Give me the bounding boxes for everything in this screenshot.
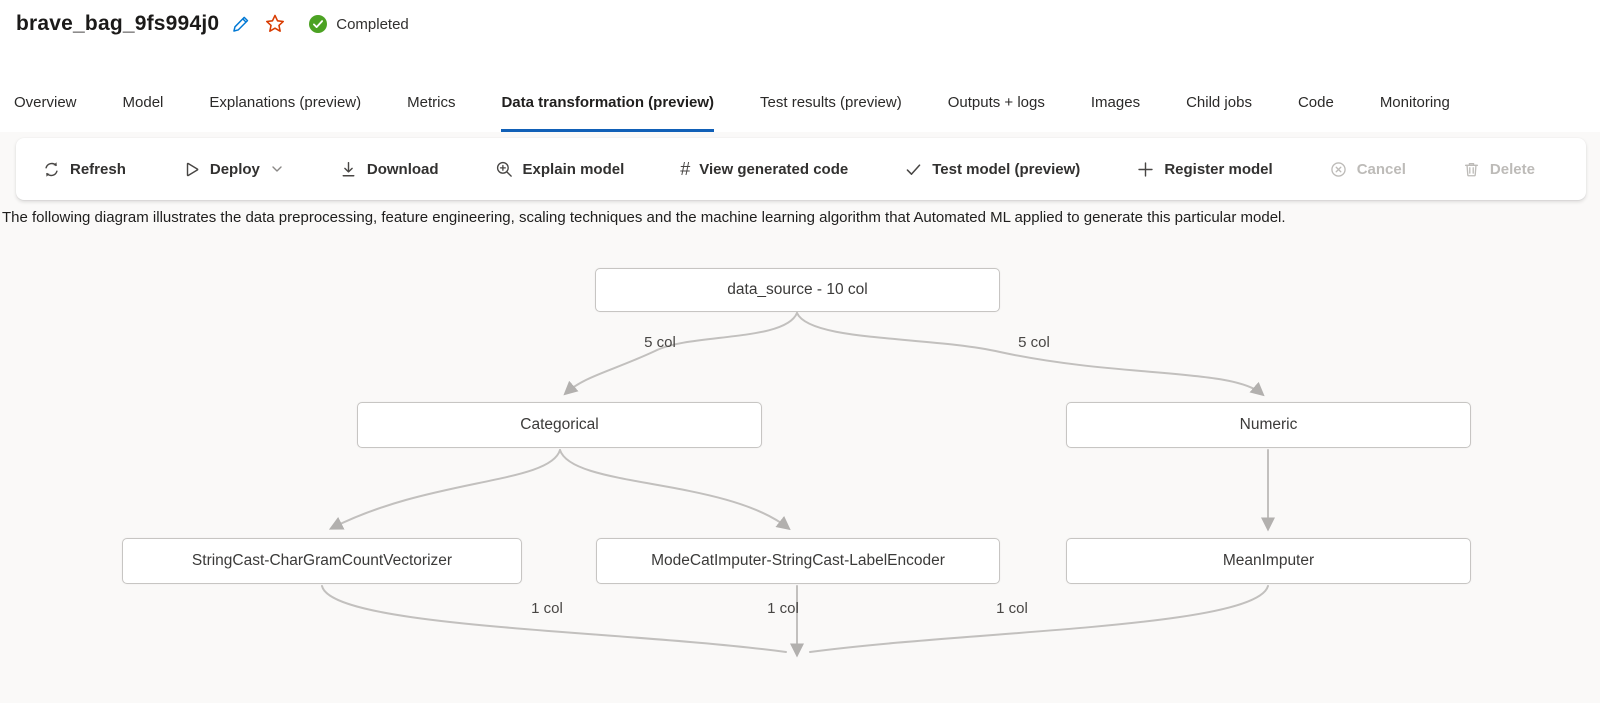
deploy-icon [182,160,201,179]
tab-overview[interactable]: Overview [14,94,77,111]
cancel-circle-icon [1329,160,1348,179]
tab-images[interactable]: Images [1090,94,1141,111]
tab-model[interactable]: Model [122,94,164,111]
deploy-button[interactable]: Deploy [182,160,283,179]
tab-data-transformation[interactable]: Data transformation (preview) [501,86,715,132]
deploy-label: Deploy [209,160,260,178]
status-badge: Completed [308,14,409,34]
description-text: The following diagram illustrates the da… [2,209,1286,226]
tab-code[interactable]: Code [1297,94,1334,111]
cancel-label: Cancel [1356,160,1406,178]
test-model-button[interactable]: Test model (preview) [904,160,1080,179]
edge-label-1col-middle: 1 col [767,600,799,617]
delete-label: Delete [1489,160,1535,178]
page-header: brave_bag_9fs994j0 Completed [16,12,409,36]
tab-outputs-logs[interactable]: Outputs + logs [947,94,1045,111]
tab-test-results[interactable]: Test results (preview) [760,94,902,111]
chevron-down-icon [271,163,283,175]
hash-icon: # [680,159,691,179]
download-label: Download [366,160,439,178]
register-model-button[interactable]: Register model [1136,160,1273,179]
command-bar: Refresh Deploy Download Explain model # … [16,138,1586,200]
node-categorical[interactable]: Categorical [357,402,762,448]
node-modecat-labelencoder[interactable]: ModeCatImputer-StringCast-LabelEncoder [596,538,1000,584]
node-data-source[interactable]: data_source - 10 col [595,268,1000,312]
completed-check-icon [308,14,328,34]
refresh-button[interactable]: Refresh [42,160,126,179]
download-button[interactable]: Download [339,160,439,179]
tab-child-jobs[interactable]: Child jobs [1186,94,1252,111]
node-stringcast-chargram[interactable]: StringCast-CharGramCountVectorizer [122,538,522,584]
edit-icon[interactable] [231,14,252,35]
edge-label-1col-left: 1 col [531,600,563,617]
view-generated-code-button[interactable]: # View generated code [680,160,848,178]
edge-label-5col-left: 5 col [644,334,676,351]
node-numeric[interactable]: Numeric [1066,402,1471,448]
page-title: brave_bag_9fs994j0 [16,12,220,35]
tab-bar: Overview Model Explanations (preview) Me… [0,86,1600,132]
checkmark-icon [904,160,923,179]
edge-label-5col-right: 5 col [1018,334,1050,351]
trash-icon [1462,160,1481,179]
node-mean-imputer[interactable]: MeanImputer [1066,538,1471,584]
refresh-label: Refresh [70,160,126,178]
view-generated-code-label: View generated code [699,160,849,178]
explain-model-button[interactable]: Explain model [495,160,625,179]
tab-monitoring[interactable]: Monitoring [1379,94,1450,111]
refresh-icon [42,160,61,179]
register-model-label: Register model [1164,160,1273,178]
download-icon [339,160,358,179]
cancel-button: Cancel [1329,160,1406,179]
explain-model-label: Explain model [522,160,625,178]
delete-button: Delete [1462,160,1535,179]
tab-explanations[interactable]: Explanations (preview) [209,94,362,111]
tab-metrics[interactable]: Metrics [407,94,456,111]
zoom-in-magnifier-icon [495,160,514,179]
favorite-star-icon[interactable] [264,13,286,35]
edge-label-1col-right: 1 col [996,600,1028,617]
plus-icon [1136,160,1155,179]
test-model-label: Test model (preview) [932,160,1081,178]
status-label: Completed [336,15,409,33]
